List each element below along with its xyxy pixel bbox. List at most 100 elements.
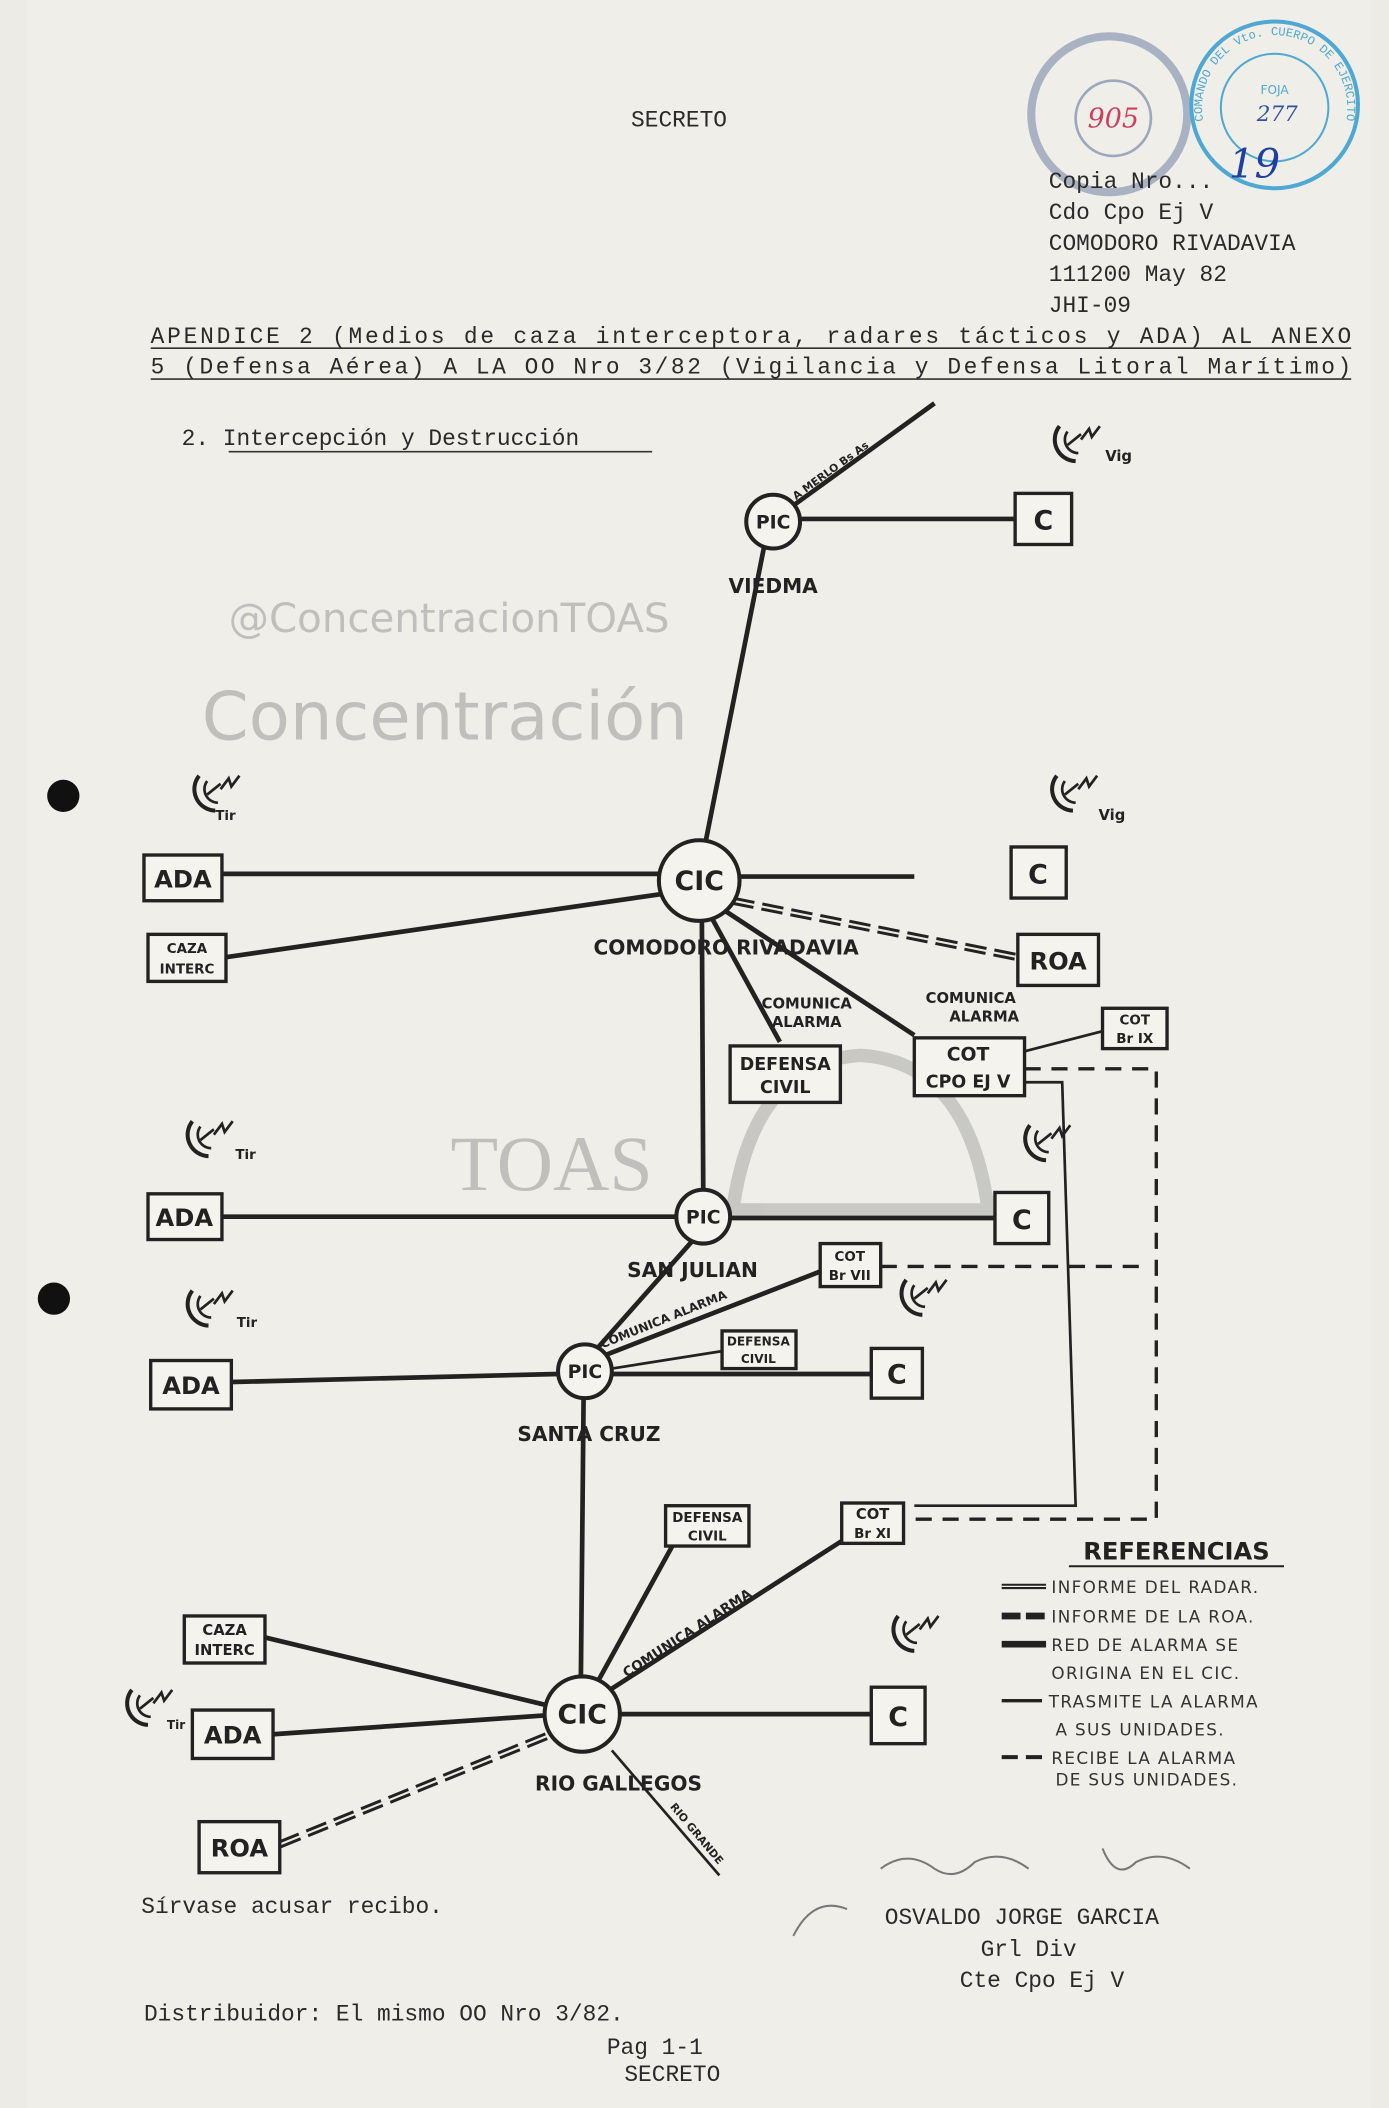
node-pic-san-julian: PIC [674, 1187, 733, 1246]
signer-rank: Grl Div [981, 1937, 1077, 1963]
svg-text:PIC: PIC [756, 512, 791, 533]
svg-text:APENDICE 2 (Medios de caza int: APENDICE 2 (Medios de caza interceptora,… [151, 324, 1352, 350]
svg-text:CAZA: CAZA [167, 942, 208, 957]
svg-text:Copia Nro...: Copia Nro... [1049, 169, 1214, 195]
svg-text:Tir: Tir [167, 1718, 185, 1732]
signer-post: Cte Cpo Ej V [960, 1968, 1125, 1994]
unit-c-viedma: C [1013, 491, 1074, 547]
svg-text:CAZA: CAZA [202, 1622, 247, 1639]
punch-hole [47, 779, 80, 813]
svg-text:@ConcentracionTOAS: @ConcentracionTOAS [229, 595, 670, 642]
svg-text:Br XI: Br XI [854, 1527, 891, 1542]
svg-text:DEFENSA: DEFENSA [740, 1055, 832, 1075]
page-number: Pag 1-1 [607, 2035, 703, 2061]
svg-text:C: C [1034, 506, 1054, 537]
svg-text:TRASMITE LA ALARMA: TRASMITE LA ALARMA [1048, 1691, 1259, 1711]
svg-text:INTERC: INTERC [195, 1642, 255, 1659]
unit-defensa-civil-rio-gallegos: DEFENSA CIVIL [663, 1504, 751, 1548]
punch-hole [37, 1282, 71, 1315]
svg-text:Vig: Vig [1098, 807, 1125, 824]
svg-text:COMODORO RIVADAVIA: COMODORO RIVADAVIA [594, 936, 860, 960]
unit-c-santa-cruz: C [869, 1346, 925, 1400]
svg-text:VIEDMA: VIEDMA [729, 574, 819, 598]
svg-text:INFORME DEL RADAR.: INFORME DEL RADAR. [1051, 1577, 1259, 1597]
node-cic-rio-gallegos: CIC [542, 1674, 622, 1754]
signer-name: OSVALDO JORGE GARCIA [885, 1905, 1159, 1931]
unit-roa-comodoro: ROA [1016, 932, 1101, 988]
svg-text:COMUNICA: COMUNICA [926, 990, 1017, 1007]
svg-text:COT: COT [1120, 1013, 1151, 1028]
unit-cot-br-ix: COT Br IX [1100, 1006, 1169, 1051]
svg-text:905: 905 [1088, 104, 1139, 135]
unit-ada-rio-gallegos: ADA [190, 1708, 275, 1761]
node-cic-comodoro: CIC [656, 838, 742, 923]
svg-text:JHI-09: JHI-09 [1049, 293, 1131, 319]
svg-text:A SUS UNIDADES.: A SUS UNIDADES. [1055, 1720, 1224, 1740]
unit-caza-interc-comodoro: CAZA INTERC [146, 932, 228, 984]
svg-text:111200 May 82: 111200 May 82 [1049, 262, 1227, 288]
svg-text:FOJA: FOJA [1261, 83, 1290, 97]
classification-footer: SECRETO [624, 2062, 720, 2088]
svg-text:Vig: Vig [1105, 448, 1132, 465]
svg-text:277: 277 [1256, 102, 1298, 127]
svg-text:COT: COT [947, 1045, 990, 1066]
svg-text:ROA: ROA [1030, 947, 1088, 975]
svg-text:PIC: PIC [686, 1207, 721, 1228]
unit-defensa-civil-santa-cruz: DEFENSA CIVIL [720, 1329, 798, 1371]
section-heading: 2. Intercepción y Destrucción [182, 426, 580, 452]
svg-text:COT: COT [856, 1506, 889, 1523]
svg-text:TOAS: TOAS [450, 1121, 652, 1207]
unit-caza-interc-rio-gallegos: CAZA INTERC [182, 1614, 267, 1665]
classification-header: SECRETO [631, 107, 727, 133]
svg-text:C: C [1012, 1205, 1032, 1236]
svg-text:ADA: ADA [162, 1372, 220, 1400]
svg-text:Tir: Tir [215, 809, 236, 824]
svg-text:COT: COT [835, 1250, 866, 1265]
svg-text:C: C [888, 1702, 908, 1733]
svg-text:Br VII: Br VII [829, 1269, 871, 1284]
svg-text:DE SUS UNIDADES.: DE SUS UNIDADES. [1055, 1769, 1238, 1789]
unit-c-comodoro: C [1009, 845, 1068, 900]
svg-text:DEFENSA: DEFENSA [672, 1511, 743, 1526]
svg-text:DEFENSA: DEFENSA [727, 1335, 791, 1349]
distribution: Distribuidor: El mismo OO Nro 3/82. [144, 2002, 624, 2028]
unit-cot-br-vii: COT Br VII [818, 1241, 883, 1289]
svg-text:ORIGINA EN EL CIC.: ORIGINA EN EL CIC. [1051, 1663, 1240, 1683]
svg-text:CIVIL: CIVIL [688, 1530, 727, 1545]
svg-text:ROA: ROA [211, 1835, 269, 1863]
svg-text:Cdo Cpo Ej V: Cdo Cpo Ej V [1049, 200, 1214, 226]
svg-text:ADA: ADA [156, 1204, 214, 1232]
unit-cot-br-xi: COT Br XI [840, 1501, 906, 1546]
svg-text:CIVIL: CIVIL [741, 1352, 776, 1366]
svg-text:C: C [887, 1359, 907, 1390]
air-defense-diagram: A MERLO Bs As RIO GRANDE COMUNICA ALARMA… [127, 401, 1169, 1877]
svg-text:RIO GALLEGOS: RIO GALLEGOS [535, 1772, 702, 1796]
svg-text:Tir: Tir [235, 1148, 256, 1163]
svg-text:Concentración: Concentración [202, 677, 688, 755]
svg-text:REFERENCIAS: REFERENCIAS [1083, 1537, 1269, 1565]
unit-ada-san-julian: ADA [146, 1192, 224, 1242]
unit-roa-rio-gallegos: ROA [197, 1819, 282, 1875]
svg-text:ALARMA: ALARMA [949, 1009, 1019, 1026]
legend: REFERENCIAS INFORME DEL RADAR. INFORME D… [1001, 1537, 1285, 1789]
unit-defensa-civil-comodoro: DEFENSA CIVIL [728, 1044, 843, 1105]
node-pic-viedma: PIC [744, 492, 803, 551]
svg-text:ADA: ADA [154, 865, 212, 893]
node-pic-santa-cruz: PIC [556, 1342, 614, 1401]
svg-text:CPO EJ V: CPO EJ V [926, 1073, 1011, 1093]
svg-text:C: C [1028, 859, 1048, 890]
unit-ada-comodoro: ADA [142, 853, 224, 903]
svg-text:INTERC: INTERC [160, 962, 215, 977]
svg-text:Tir: Tir [237, 1316, 258, 1331]
svg-text:INFORME DE LA ROA.: INFORME DE LA ROA. [1051, 1607, 1254, 1627]
sender-block: Copia Nro... Cdo Cpo Ej V COMODORO RIVAD… [1049, 169, 1296, 319]
svg-text:Br IX: Br IX [1116, 1032, 1154, 1047]
unit-c-san-julian: C [993, 1190, 1051, 1246]
svg-text:ALARMA: ALARMA [772, 1014, 842, 1031]
svg-text:COMUNICA: COMUNICA [762, 995, 853, 1012]
svg-text:SAN JULIAN: SAN JULIAN [627, 1258, 758, 1282]
svg-text:CIC: CIC [558, 1700, 607, 1731]
svg-text:SANTA CRUZ: SANTA CRUZ [517, 1422, 660, 1446]
svg-text:RECIBE LA ALARMA: RECIBE LA ALARMA [1051, 1748, 1236, 1768]
svg-text:CIVIL: CIVIL [760, 1078, 810, 1098]
